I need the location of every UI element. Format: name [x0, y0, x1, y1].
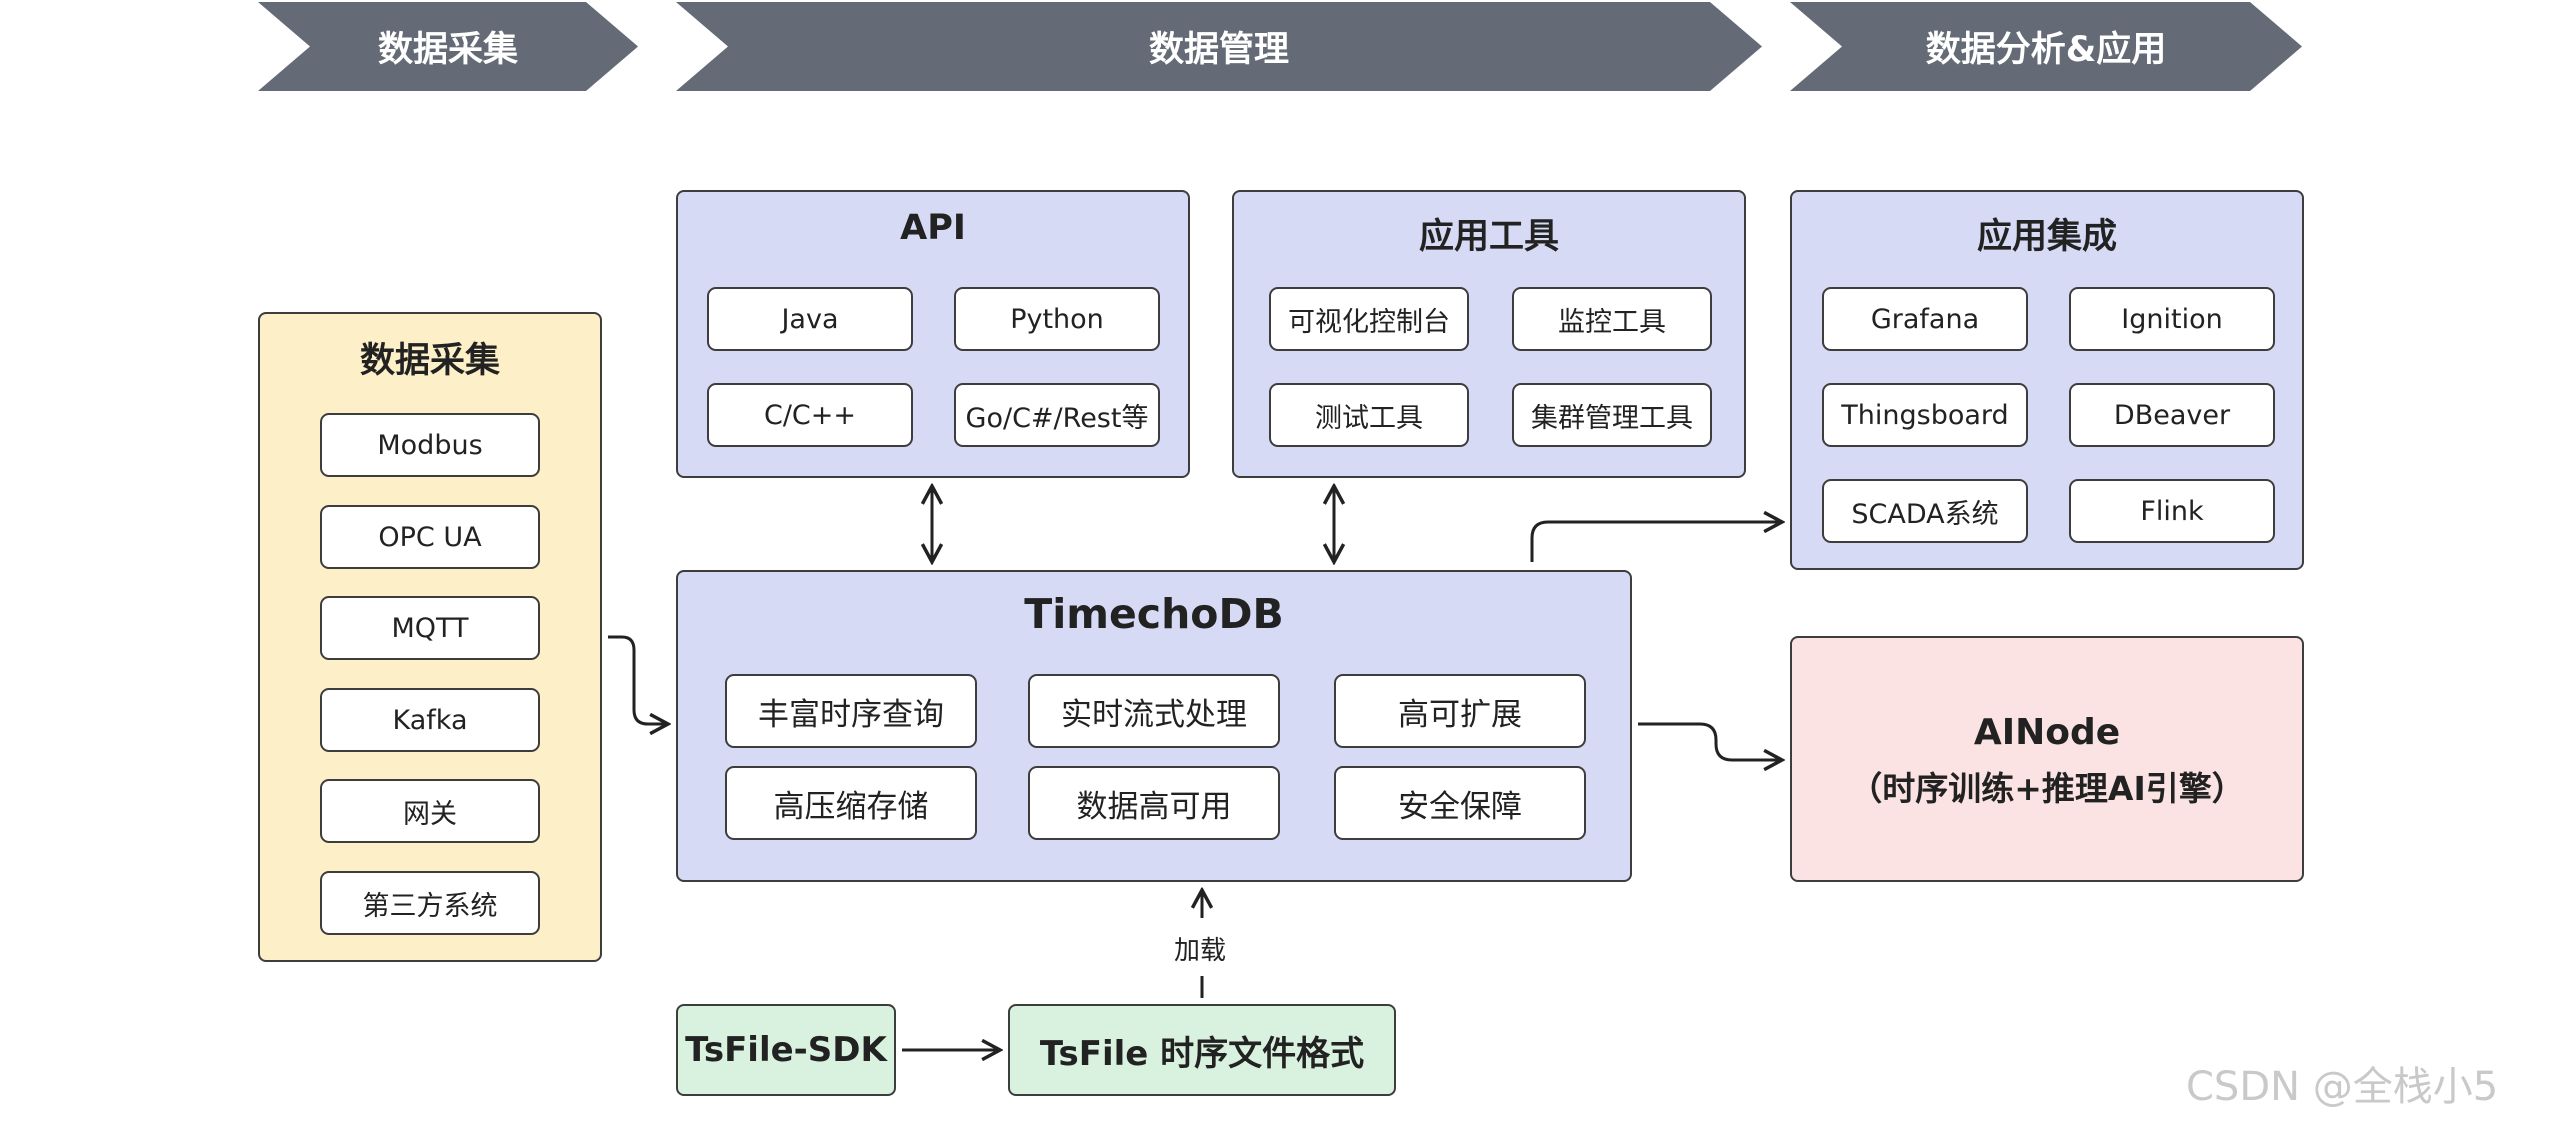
api-panel: API Java Python C/C++ Go/C#/Rest等 — [676, 190, 1190, 478]
core-item-stream-processing: 实时流式处理 — [1028, 674, 1280, 748]
ainode-title: AINode — [1973, 712, 2121, 753]
api-item-cpp: C/C++ — [707, 383, 913, 447]
banner-data-collection-label: 数据采集 — [377, 30, 518, 70]
integration-panel-title: 应用集成 — [1976, 217, 2117, 257]
collection-item-gateway: 网关 — [320, 779, 540, 843]
integration-item-grafana: Grafana — [1822, 287, 2028, 351]
core-item-rich-query: 丰富时序查询 — [725, 674, 977, 748]
timechodb-panel-title: TimechoDB — [1024, 590, 1284, 638]
ainode-subtitle: （时序训练+推理AI引擎） — [1849, 769, 2245, 808]
timechodb-panel: TimechoDB 丰富时序查询 实时流式处理 高可扩展 高压缩存储 数据高可用… — [676, 570, 1632, 882]
banner-data-management: 数据管理 — [676, 2, 1762, 91]
api-item-python: Python — [954, 287, 1160, 351]
core-item-high-availability: 数据高可用 — [1028, 766, 1280, 840]
core-item-compression-storage: 高压缩存储 — [725, 766, 977, 840]
tsfile-format-label: TsFile 时序文件格式 — [1039, 1033, 1365, 1074]
banner-data-management-label: 数据管理 — [1148, 30, 1289, 70]
core-item-scalability: 高可扩展 — [1334, 674, 1586, 748]
integration-item-ignition: Ignition — [2069, 287, 2275, 351]
tsfile-sdk-box: TsFile-SDK — [676, 1004, 896, 1096]
tools-item-visual-console: 可视化控制台 — [1269, 287, 1469, 351]
tsfile-sdk-label: TsFile-SDK — [685, 1030, 887, 1070]
banner-data-analysis: 数据分析&应用 — [1790, 2, 2302, 91]
integration-item-flink: Flink — [2069, 479, 2275, 543]
core-item-security: 安全保障 — [1334, 766, 1586, 840]
api-panel-title: API — [900, 208, 966, 248]
tools-panel-title: 应用工具 — [1418, 217, 1559, 257]
tools-item-cluster-management: 集群管理工具 — [1512, 383, 1712, 447]
banner-data-collection: 数据采集 — [258, 2, 638, 91]
load-label: 加载 — [1174, 936, 1227, 966]
api-item-go-csharp-rest: Go/C#/Rest等 — [954, 383, 1160, 447]
collection-item-kafka: Kafka — [320, 688, 540, 752]
integration-item-dbeaver: DBeaver — [2069, 383, 2275, 447]
integration-item-scada: SCADA系统 — [1822, 479, 2028, 543]
tools-item-testing: 测试工具 — [1269, 383, 1469, 447]
collection-timechodb-arrow — [608, 635, 668, 724]
collection-item-mqtt: MQTT — [320, 596, 540, 660]
collection-panel-title: 数据采集 — [359, 341, 500, 381]
ainode-panel: AINode （时序训练+推理AI引擎） — [1790, 636, 2304, 882]
collection-item-modbus: Modbus — [320, 413, 540, 477]
timechodb-ainode-arrow — [1638, 722, 1782, 760]
banner-data-analysis-label: 数据分析&应用 — [1925, 30, 2167, 70]
csdn-watermark: CSDN @全栈小5 — [2186, 1064, 2499, 1110]
collection-item-opcua: OPC UA — [320, 505, 540, 569]
tools-item-monitoring: 监控工具 — [1512, 287, 1712, 351]
tsfile-format-box: TsFile 时序文件格式 — [1008, 1004, 1396, 1096]
integration-panel: 应用集成 Grafana Ignition Thingsboard DBeave… — [1790, 190, 2304, 570]
collection-panel: 数据采集 Modbus OPC UA MQTT Kafka 网关 第三方系统 — [258, 312, 602, 962]
collection-item-third-party: 第三方系统 — [320, 871, 540, 935]
integration-item-thingsboard: Thingsboard — [1822, 383, 2028, 447]
api-item-java: Java — [707, 287, 913, 351]
timechodb-integration-arrow — [1530, 522, 1782, 562]
tools-panel: 应用工具 可视化控制台 监控工具 测试工具 集群管理工具 — [1232, 190, 1746, 478]
